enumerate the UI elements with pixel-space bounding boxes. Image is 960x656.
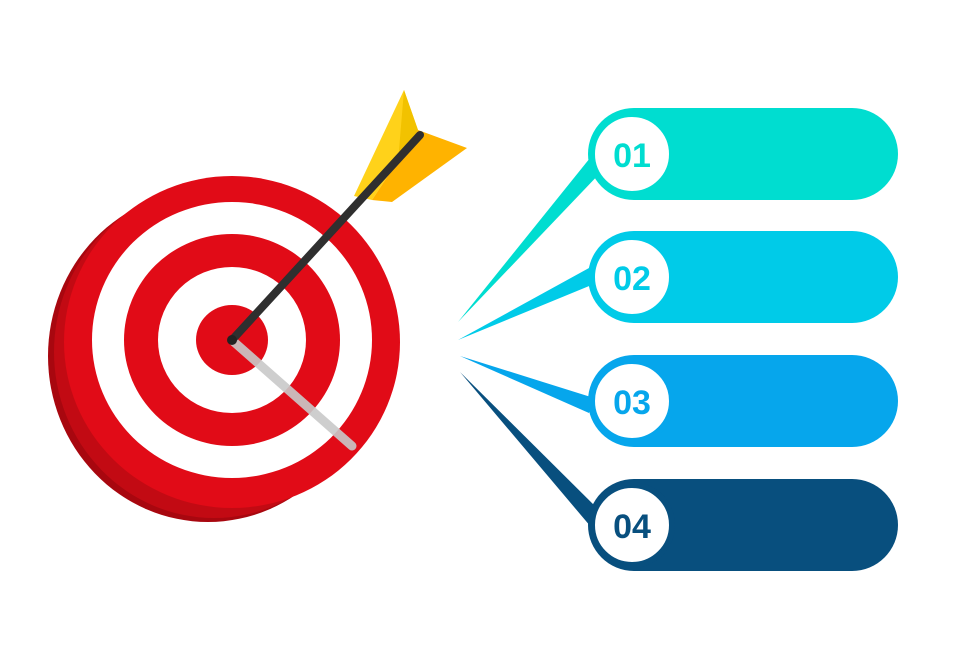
step-number-04: 04: [613, 508, 651, 546]
arrow-shaft: [228, 131, 424, 344]
bullseye-target-icon: [48, 176, 400, 522]
step-item-04: 04: [588, 479, 898, 571]
arrow-shadow: [229, 337, 357, 451]
step-badge-01: [589, 111, 675, 197]
connector-wedge-01: [458, 158, 603, 322]
fletching-bottom: [372, 130, 467, 202]
arrow-tip: [227, 335, 237, 345]
step-badge-03: [589, 358, 675, 444]
fletching-top-inner: [398, 90, 418, 162]
connector-wedge-03: [460, 356, 594, 413]
steps-list: 01 02 03 04: [588, 108, 898, 571]
step-item-03: 03: [588, 355, 898, 447]
step-badge-04: [589, 482, 675, 568]
step-item-01: 01: [588, 108, 898, 200]
connector-wedge-04: [460, 372, 603, 527]
dart-arrow-icon: [227, 90, 467, 345]
step-badge-02: [589, 234, 675, 320]
step-item-02: 02: [588, 231, 898, 323]
connector-wedge-02: [458, 268, 594, 340]
step-number-03: 03: [613, 384, 651, 422]
step-number-02: 02: [613, 260, 651, 298]
connector-lines: [458, 158, 603, 527]
step-number-01: 01: [613, 137, 651, 175]
